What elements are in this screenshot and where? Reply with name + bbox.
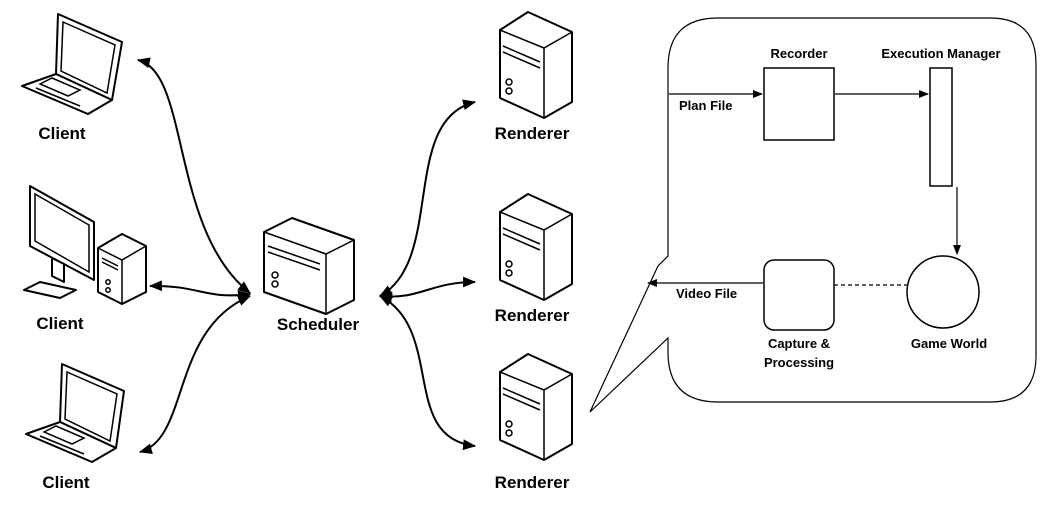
execution-manager-label: Execution Manager [881, 46, 1000, 61]
connector-scheduler-client-middle [148, 280, 252, 301]
capture-processing-box [763, 259, 835, 331]
capture-processing-label-line1: Capture & [768, 336, 830, 351]
scheduler-server-icon [263, 217, 355, 315]
client-top-laptop-icon [21, 13, 123, 115]
connector-scheduler-renderer-bottom [379, 295, 477, 451]
renderer-bottom-server-icon [499, 353, 573, 461]
video-file-label: Video File [676, 286, 737, 301]
client-top-label: Client [38, 124, 86, 143]
connector-scheduler-client-bottom [138, 295, 251, 454]
plan-file-label: Plan File [679, 98, 732, 113]
renderer-middle-label: Renderer [495, 306, 570, 325]
client-middle-label: Client [36, 314, 84, 333]
capture-processing-label-line2: Processing [764, 355, 834, 370]
scheduler-label: Scheduler [277, 315, 360, 334]
game-world-label: Game World [911, 336, 987, 351]
execution-manager-box [929, 67, 953, 187]
renderer-top-label: Renderer [495, 124, 570, 143]
client-middle-desktop-icon [23, 185, 147, 305]
connector-scheduler-client-top [136, 57, 251, 294]
client-bottom-label: Client [42, 473, 90, 492]
connector-scheduler-renderer-top [379, 99, 477, 297]
game-world-circle [906, 255, 980, 329]
renderer-middle-server-icon [499, 193, 573, 301]
client-bottom-laptop-icon [25, 363, 125, 463]
recorder-label: Recorder [770, 46, 827, 61]
renderer-bottom-label: Renderer [495, 473, 570, 492]
renderer-top-server-icon [499, 11, 573, 119]
recorder-box [763, 67, 835, 141]
